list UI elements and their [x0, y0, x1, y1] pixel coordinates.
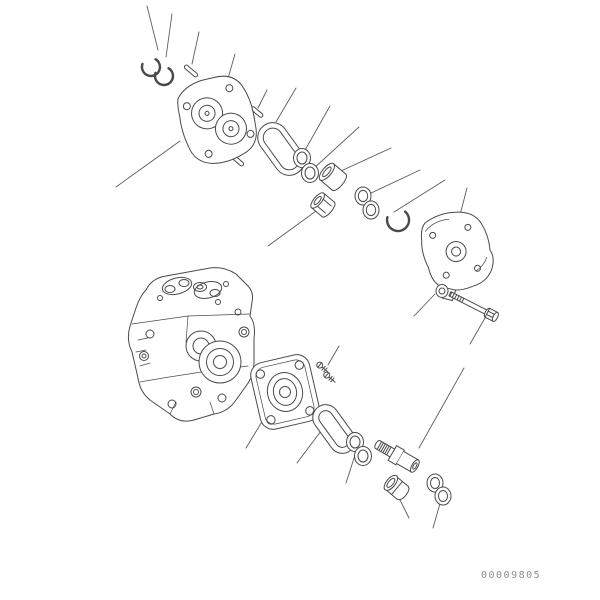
o-rings-upper-rear: [354, 186, 380, 220]
mounting-bolt: [448, 291, 499, 322]
rear-cover: [420, 211, 494, 301]
relief-valve: [374, 439, 420, 473]
front-housing: [177, 75, 257, 164]
flange-screws: [316, 361, 336, 383]
figure-number: 00009805: [481, 570, 541, 581]
snap-ring-b: [153, 67, 175, 87]
pump-body: [127, 267, 255, 422]
bushing: [318, 162, 348, 192]
gasket-lower: [312, 404, 356, 454]
gear: [310, 192, 336, 218]
o-rings-lower-rear: [426, 473, 452, 506]
o-rings-lower-front: [346, 432, 372, 466]
washer: [435, 284, 449, 298]
snap-ring-a: [140, 58, 162, 78]
plug-fitting: [383, 474, 410, 501]
snap-ring-rear: [385, 210, 411, 233]
gasket-upper: [257, 122, 305, 176]
leader-lines: [115, 5, 486, 529]
o-rings-upper-front: [293, 148, 319, 183]
mounting-flange: [250, 354, 320, 430]
